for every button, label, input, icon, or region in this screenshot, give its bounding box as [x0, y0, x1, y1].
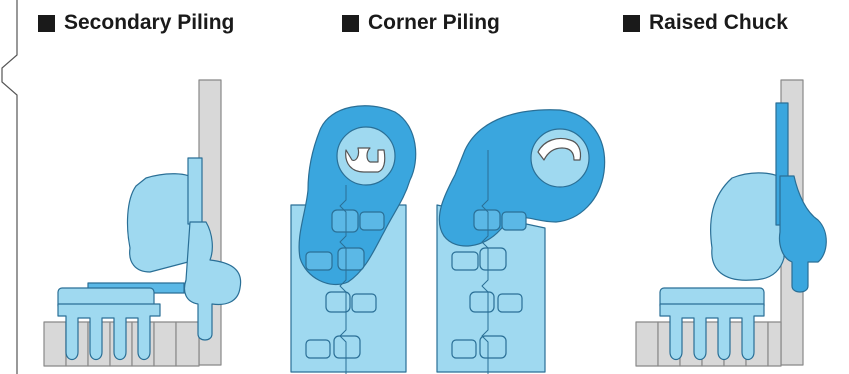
right-pockets [451, 209, 527, 359]
keyboard-keys-right [635, 321, 782, 367]
chuck-claw-right [537, 137, 582, 161]
square-bullet-icon [38, 14, 55, 32]
left-spine [339, 185, 347, 374]
section-title-text: Secondary Piling [64, 11, 235, 34]
section-title-corner-piling: Corner Piling [342, 11, 500, 35]
chuck-claw-left [345, 147, 386, 173]
section-title-raised-chuck: Raised Chuck [623, 11, 788, 35]
right-spine [481, 150, 489, 374]
left-pockets [305, 209, 385, 359]
section-title-text: Corner Piling [368, 11, 500, 34]
square-bullet-icon [623, 14, 640, 32]
corner-piling-illustration [290, 105, 606, 374]
finger-prongs-right [659, 303, 765, 361]
square-bullet-icon [342, 14, 359, 32]
section-title-secondary-piling: Secondary Piling [38, 11, 234, 35]
vertical-rod [187, 157, 203, 225]
body-shape-right [710, 172, 785, 281]
raised-gripper [778, 175, 827, 293]
raised-chuck-illustration [635, 79, 827, 367]
section-title-text: Raised Chuck [649, 11, 788, 34]
left-bracket-line [1, 0, 18, 374]
finger-prongs [57, 303, 161, 361]
secondary-piling-illustration [43, 79, 242, 367]
side-gripper [183, 221, 242, 341]
